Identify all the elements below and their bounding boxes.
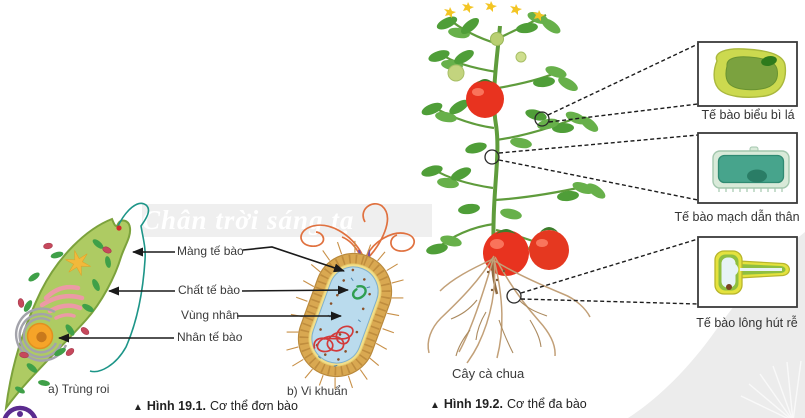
label-root-hair-cell: Tế bào lông hút rễ bbox=[696, 316, 798, 330]
stems bbox=[432, 14, 588, 259]
flagellate-caption: a) Trùng roi bbox=[48, 382, 110, 396]
figure1-number: Hình 19.1. bbox=[146, 399, 206, 413]
annotation-circles bbox=[484, 111, 550, 304]
green-tomatoes bbox=[447, 32, 527, 82]
figure2-number: Hình 19.2. bbox=[443, 397, 503, 411]
figure2-caption: ▲Hình 19.2.Cơ thể đa bào bbox=[430, 397, 587, 412]
root-annotation-circle bbox=[506, 288, 522, 304]
figure1-caption: ▲Hình 19.1.Cơ thể đơn bào bbox=[133, 399, 298, 414]
label-stem-vascular-cell: Tế bào mạch dẫn thân bbox=[674, 210, 800, 224]
ribosome-dots bbox=[315, 268, 371, 361]
flowers bbox=[444, 1, 545, 21]
plasmid bbox=[351, 284, 367, 300]
tomato-plant-illustration bbox=[421, 1, 606, 364]
eyespot bbox=[116, 225, 122, 231]
figure1-title: Cơ thể đơn bào bbox=[209, 399, 298, 413]
figure2-title: Cơ thể đa bào bbox=[506, 397, 587, 411]
leaf-epidermis-cell-box bbox=[697, 41, 798, 107]
golgi-arcs bbox=[14, 307, 68, 362]
watermark-band: Chân trời sáng tạ bbox=[142, 204, 432, 237]
plant-label: Cây cà chua bbox=[452, 366, 525, 381]
label-cell-membrane: Màng tế bào bbox=[177, 244, 244, 258]
wall-texture bbox=[299, 254, 391, 376]
question-icon bbox=[2, 405, 38, 418]
figure2-triangle-marker: ▲ bbox=[430, 400, 440, 411]
leaf-annotation-circle bbox=[534, 111, 550, 127]
red-tomatoes bbox=[466, 79, 569, 276]
flagellate-illustration bbox=[4, 202, 150, 412]
roots bbox=[427, 255, 591, 364]
label-arrow-lines bbox=[58, 246, 349, 343]
star-organelle bbox=[65, 250, 91, 276]
flagellum bbox=[89, 202, 150, 373]
figure1-triangle-marker: ▲ bbox=[133, 402, 143, 413]
pili bbox=[286, 240, 404, 390]
small-marks bbox=[317, 277, 371, 367]
watermark-text: Chân trời sáng tạ bbox=[142, 205, 355, 235]
bacteria-flagella bbox=[300, 203, 416, 259]
bacteria-illustration bbox=[286, 203, 416, 390]
label-nucleoid-region: Vùng nhân bbox=[181, 308, 240, 322]
mitochondria bbox=[17, 242, 112, 359]
label-leaf-epidermis-cell: Tế bào biểu bì lá bbox=[701, 108, 795, 122]
callout-lines bbox=[498, 43, 699, 305]
bacteria-caption: b) Vi khuẩn bbox=[287, 384, 348, 398]
chloroplasts bbox=[15, 239, 111, 394]
root-hair-cell-box bbox=[697, 236, 798, 308]
stem-annotation-circle bbox=[484, 149, 500, 165]
label-cytoplasm: Chất tế bào bbox=[178, 283, 241, 297]
stem-vascular-cell-box bbox=[697, 132, 798, 204]
nucleoid-dna bbox=[313, 325, 354, 353]
label-cell-nucleus: Nhân tế bào bbox=[177, 330, 243, 344]
nucleolus bbox=[36, 331, 47, 343]
